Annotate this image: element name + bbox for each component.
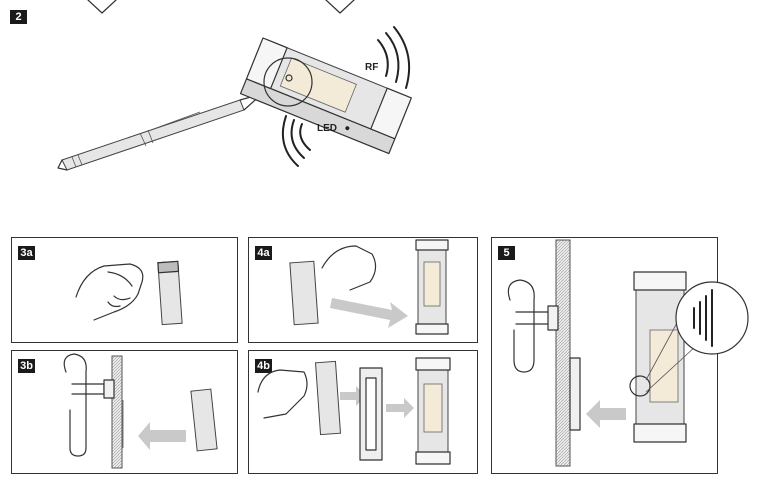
led-waves-icon — [282, 115, 311, 167]
step-4b-badge: 4b — [255, 359, 272, 373]
panel-step-3a: 3a — [11, 237, 238, 343]
pointer-triangle-right — [325, 0, 355, 14]
pointer-triangle-left — [87, 0, 117, 14]
step-3b-badge: 3b — [18, 359, 35, 373]
panel-step-4b: 4b — [248, 350, 478, 474]
panel-step-5: 5 — [491, 237, 718, 474]
button-zoom-circle — [263, 57, 313, 107]
sensor-device-icon — [239, 37, 412, 155]
panel-step-4a: 4a — [248, 237, 478, 343]
button-icon — [285, 74, 293, 82]
led-label: LED — [317, 123, 337, 134]
panel-step-3b: 3b — [11, 350, 238, 474]
step-2-badge: 2 — [10, 10, 27, 24]
step-5-badge: 5 — [498, 246, 515, 260]
rf-label: RF — [365, 62, 379, 73]
step-3a-badge: 3a — [18, 246, 35, 260]
rf-waves-icon — [377, 26, 411, 89]
step-4a-badge: 4a — [255, 246, 272, 260]
pen-icon — [57, 93, 263, 171]
